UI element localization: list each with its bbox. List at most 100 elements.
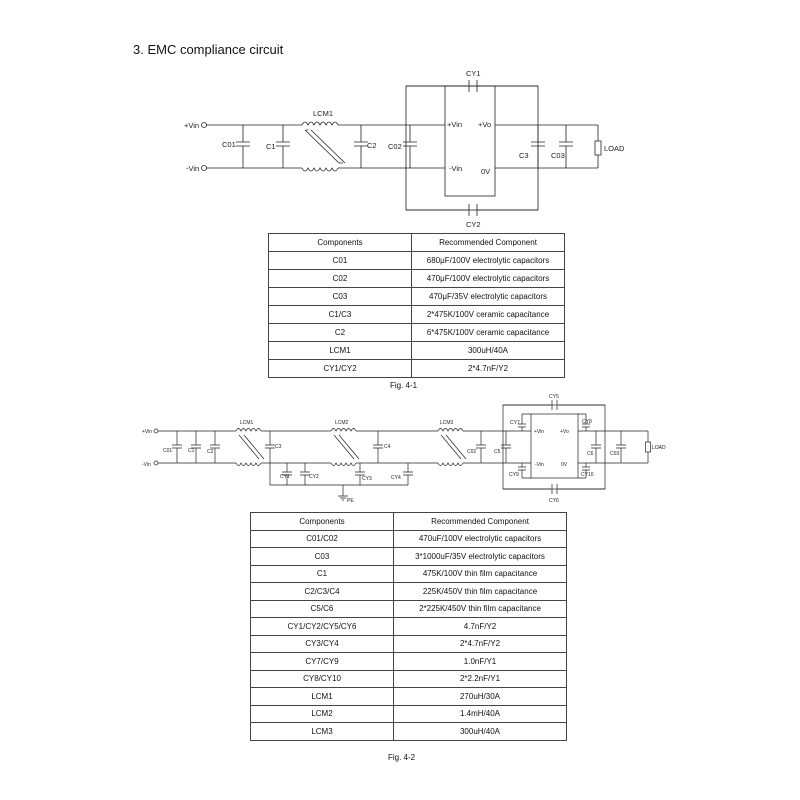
fig1-label-module-vin-neg: -Vin [449, 164, 462, 173]
component-cell: CY1/CY2/CY5/CY6 [250, 617, 394, 636]
recommended-cell: 475K/100V thin film capacitance [393, 564, 567, 583]
fig2-label-load: LOAD [652, 445, 666, 451]
fig2-circuit [153, 400, 651, 501]
recommended-cell: 270uH/30A [393, 687, 567, 706]
fig2-label-cy10: CY10 [581, 472, 594, 478]
fig1-label-load: LOAD [604, 144, 625, 153]
recommended-cell: 470uF/100V electrolytic capacitors [393, 529, 567, 548]
fig2-label-cy1: CY1 [280, 474, 290, 480]
fig1-label-c02: C02 [388, 142, 402, 151]
column-header: Recommended Component [411, 233, 565, 252]
fig2-label-module-0v: 0V [561, 462, 568, 468]
recommended-cell: 470μF/100V electrolytic capacitors [411, 269, 565, 288]
fig1-vin-neg-terminal [201, 165, 207, 171]
section-heading: 3. EMC compliance circuit [133, 42, 284, 57]
fig1-label-vin-pos: +Vin [184, 121, 199, 130]
fig2-label-c2: C2 [207, 449, 214, 455]
component-cell: C03 [268, 287, 412, 306]
table-header-row: Components Recommended Component [268, 233, 565, 252]
component-cell: CY7/CY9 [250, 652, 394, 671]
fig1-label-c1: C1 [266, 142, 276, 151]
fig1-label-cy2: CY2 [466, 220, 481, 229]
fig2-label-cy9: CY9 [509, 472, 519, 478]
recommended-cell: 2*2.2nF/Y1 [393, 669, 567, 688]
fig2-vin-pos-terminal [153, 428, 159, 434]
component-cell: C01 [268, 251, 412, 270]
component-cell: C03 [250, 547, 394, 566]
recommended-cell: 470μF/35V electrolytic capacitors [411, 287, 565, 306]
fig1-label-vin-neg: -Vin [186, 164, 199, 173]
recommended-cell: 2*4.7nF/Y2 [411, 359, 565, 378]
fig2-label-c1: C1 [188, 448, 195, 454]
recommended-cell: 6*475K/100V ceramic capacitance [411, 323, 565, 342]
component-cell: LCM1 [268, 341, 412, 360]
fig2-label-c03: C03 [610, 451, 619, 457]
component-cell: C2 [268, 323, 412, 342]
fig2-label-vin-pos: +Vin [142, 429, 152, 435]
fig2-caption: Fig. 4-2 [388, 753, 416, 762]
fig2-label-lcm2: LCM2 [335, 420, 349, 426]
recommended-cell: 680μF/100V electrolytic capacitors [411, 251, 565, 270]
fig1-caption: Fig. 4-1 [390, 381, 418, 390]
component-cell: C02 [268, 269, 412, 288]
fig2-label-cy7: CY7 [510, 420, 520, 426]
fig2-label-cy3: CY3 [362, 476, 372, 482]
fig2-label-cy5: CY5 [549, 394, 559, 400]
component-cell: C5/C6 [250, 599, 394, 618]
fig1-circuit [201, 80, 602, 216]
recommended-cell: 4.7nF/Y2 [393, 617, 567, 636]
component-cell: LCM2 [250, 704, 394, 723]
fig1-label-lcm1: LCM1 [313, 109, 333, 118]
fig2-label-c6: C6 [587, 451, 594, 457]
fig1-label-c2: C2 [367, 141, 377, 150]
column-header: Components [250, 512, 394, 531]
component-cell: LCM3 [250, 722, 394, 741]
fig1-vin-pos-terminal [201, 122, 207, 128]
recommended-cell: 2*475K/100V ceramic capacitance [411, 305, 565, 324]
fig2-label-lcm3: LCM3 [440, 420, 454, 426]
fig1-label-c3: C3 [519, 151, 529, 160]
fig2-label-lcm1: LCM1 [240, 420, 254, 426]
recommended-cell: 225K/450V thin film capacitance [393, 582, 567, 601]
fig2-label-vin-neg: -Vin [142, 462, 151, 468]
recommended-cell: 3*1000uF/35V electrolytic capacitors [393, 547, 567, 566]
component-cell: C1/C3 [268, 305, 412, 324]
component-cell: CY3/CY4 [250, 634, 394, 653]
fig2-label-c02: C02 [467, 449, 476, 455]
fig1-label-module-vin-pos: +Vin [447, 120, 462, 129]
fig1-label-c03: C03 [551, 151, 565, 160]
fig2-label-c5: C5 [494, 449, 501, 455]
fig2-components-table: Components Recommended Component C01/C02… [250, 512, 567, 741]
fig2-label-cy2: CY2 [309, 474, 319, 480]
fig1-label-cy1: CY1 [466, 69, 481, 78]
component-cell: C2/C3/C4 [250, 582, 394, 601]
component-cell: CY8/CY10 [250, 669, 394, 688]
fig2-label-module-vo: +Vo [560, 429, 569, 435]
recommended-cell: 2*4.7nF/Y2 [393, 634, 567, 653]
fig2-label-c3: C3 [275, 444, 282, 450]
component-cell: C01/C02 [250, 529, 394, 548]
recommended-cell: 1.0nF/Y1 [393, 652, 567, 671]
recommended-cell: 2*225K/450V thin film capacitance [393, 599, 567, 618]
fig2-label-cy6: CY6 [549, 498, 559, 504]
fig2-vin-neg-terminal [153, 460, 159, 466]
fig1-label-module-vo: +Vo [478, 120, 491, 129]
